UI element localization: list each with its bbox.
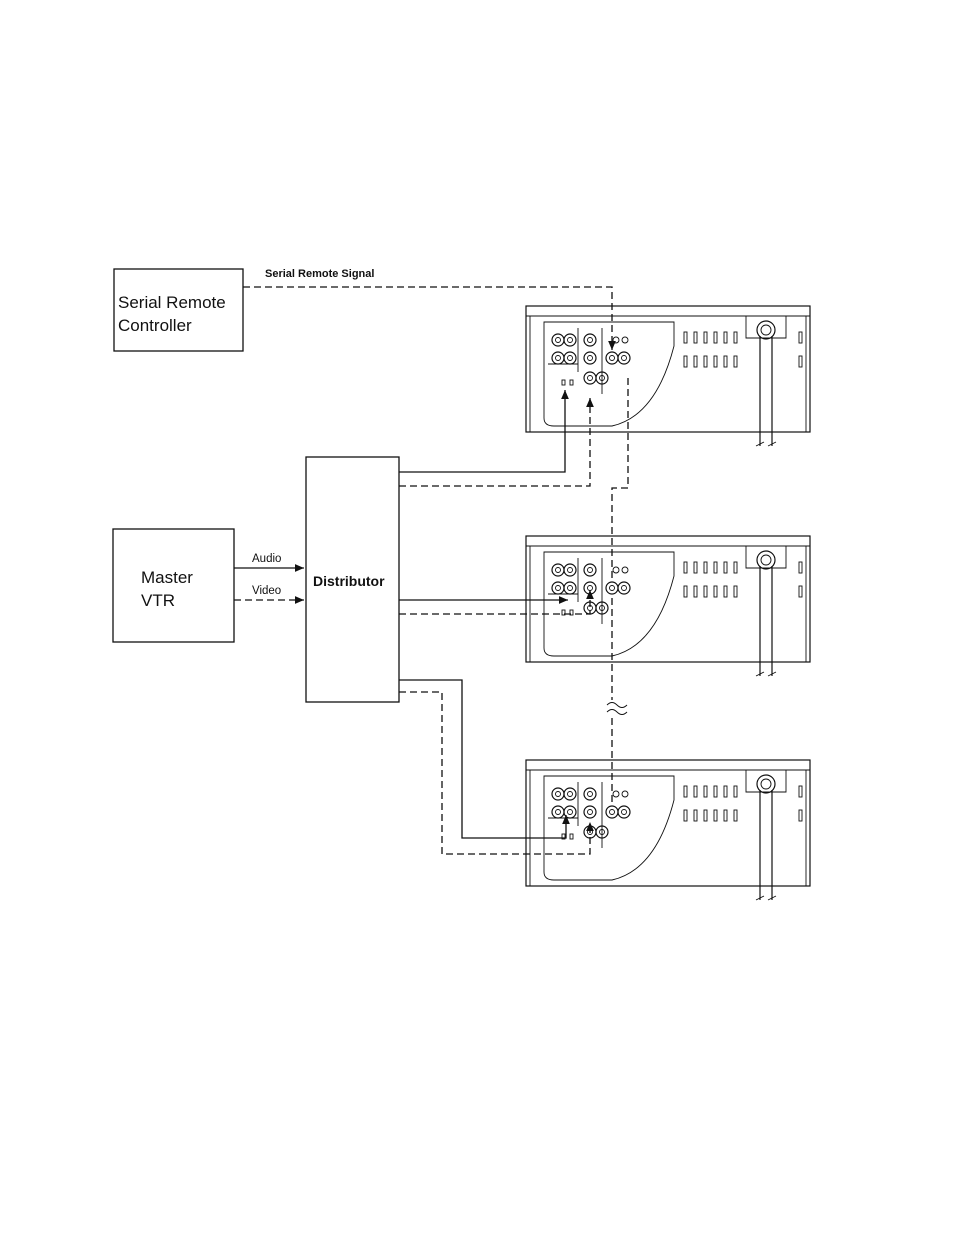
audio-label: Audio xyxy=(252,553,281,565)
distributor-block: Distributor xyxy=(306,457,399,702)
master-vtr-label-1: Master xyxy=(141,568,193,587)
distributor-to-bottom-vtr-lines xyxy=(399,680,590,854)
audio-line-master: Audio xyxy=(234,553,304,568)
serial-remote-controller-label-1: Serial Remote xyxy=(118,293,226,312)
vtr-unit-top xyxy=(526,306,810,446)
master-vtr-label-2: VTR xyxy=(141,591,175,610)
serial-remote-signal-label: Serial Remote Signal xyxy=(265,268,374,280)
master-vtr-block: Master VTR xyxy=(113,529,234,642)
video-label: Video xyxy=(252,585,281,597)
distributor-label: Distributor xyxy=(313,573,385,589)
video-line-master: Video xyxy=(234,585,304,600)
vtr-unit-middle xyxy=(526,536,810,676)
serial-remote-controller-label-2: Controller xyxy=(118,316,192,335)
vtr-unit-bottom xyxy=(526,760,810,900)
serial-remote-controller-block: Serial Remote Controller xyxy=(114,269,243,351)
distributor-to-top-vtr-lines xyxy=(399,390,590,486)
